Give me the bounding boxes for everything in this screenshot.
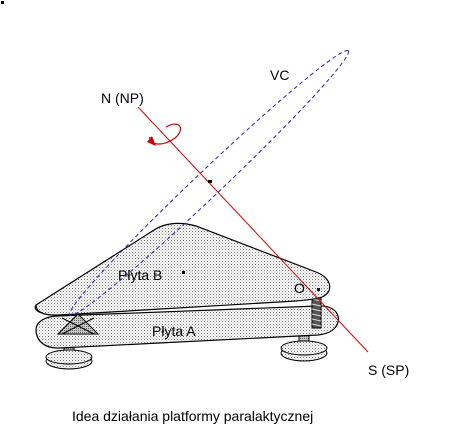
diagram-caption: Idea działania platformy paralaktycznej xyxy=(72,408,313,424)
foot-right xyxy=(280,329,328,362)
hinge-block xyxy=(56,313,100,335)
label-origin: O xyxy=(294,280,305,296)
rotation-arrow-icon xyxy=(147,123,182,146)
label-vc: VC xyxy=(270,67,289,83)
corner-mark xyxy=(1,1,4,4)
origin-point xyxy=(317,288,320,291)
polar-axis xyxy=(137,106,369,353)
label-plate-b: Płyta B xyxy=(118,267,162,283)
plate-b-center-dot xyxy=(182,271,185,274)
label-north-pole: N (NP) xyxy=(101,90,144,106)
vc-ellipse xyxy=(68,49,350,317)
plate-a xyxy=(35,305,339,349)
label-plate-a: Płyta A xyxy=(152,323,196,339)
axis-center-mark xyxy=(208,180,212,183)
label-south-pole: S (SP) xyxy=(368,362,409,378)
plate-b-edge xyxy=(35,304,61,316)
plate-b xyxy=(34,222,331,316)
